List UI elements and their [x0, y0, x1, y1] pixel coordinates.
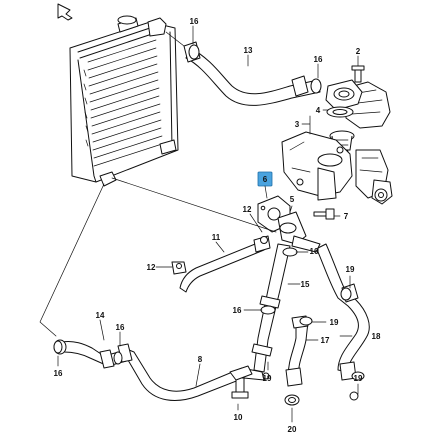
- bolt-10: [231, 377, 249, 399]
- hose-clamp-19-c: [351, 371, 365, 381]
- callout-15: 15: [301, 280, 310, 289]
- callout-11: 11: [212, 233, 221, 242]
- callout-16: 16: [310, 247, 319, 256]
- hose-clamp-16-14: [113, 351, 123, 365]
- corner-arrow-icon: [57, 3, 73, 21]
- clip-12: [171, 261, 187, 275]
- callout-13: 13: [244, 46, 253, 55]
- hose-clamp-19-d: [349, 391, 359, 401]
- leader-lines: [57, 25, 359, 423]
- callout-19: 19: [263, 374, 272, 383]
- bolt-7: [313, 208, 335, 220]
- bolt-12: [260, 236, 268, 244]
- hose-clamp-19-a: [340, 287, 352, 301]
- callout-14: 14: [96, 311, 105, 320]
- hose-18: [317, 243, 370, 381]
- callout-19: 19: [330, 318, 339, 327]
- bolt-lower-right: [262, 372, 270, 380]
- thermostat-cover: [325, 79, 363, 111]
- thermostat-housing: [281, 131, 353, 201]
- water-inlet-pipe: [277, 211, 321, 253]
- callout-6: 6: [263, 175, 268, 184]
- callout-7: 7: [344, 212, 349, 221]
- callout-labels: 16 13 16 2 4 3 6 5 12 7 11 16 12 19 15 1…: [54, 17, 381, 434]
- hose-clamp-16-right: [310, 78, 322, 94]
- callout-17: 17: [321, 336, 330, 345]
- clamp-20: [284, 394, 300, 406]
- callout-16: 16: [233, 306, 242, 315]
- hose-clamp-16-top: [188, 44, 200, 60]
- gasket-4: [326, 106, 354, 118]
- hose-8: [123, 347, 265, 401]
- callout-12: 12: [147, 263, 156, 272]
- callout-4: 4: [316, 106, 321, 115]
- callout-19: 19: [354, 374, 363, 383]
- callout-16: 16: [314, 55, 323, 64]
- hose-11: [179, 235, 271, 293]
- callout-20: 20: [288, 425, 297, 434]
- callout-18: 18: [372, 332, 381, 341]
- hose-17: [285, 315, 309, 387]
- hose-clamp-16-lower: [260, 305, 276, 315]
- callout-2: 2: [356, 47, 361, 56]
- callout-8: 8: [198, 355, 203, 364]
- radiator: [69, 15, 179, 187]
- callout-19: 19: [346, 265, 355, 274]
- callout-12: 12: [243, 205, 252, 214]
- hose-clamp-19-b: [299, 316, 313, 326]
- hose-clamp-16-mid: [282, 247, 298, 257]
- callout-16: 16: [190, 17, 199, 26]
- callout-16: 16: [54, 369, 63, 378]
- callout-16: 16: [116, 323, 125, 332]
- bolt-2: [351, 65, 365, 83]
- callout-3: 3: [295, 120, 300, 129]
- assembly-lines: [39, 31, 277, 337]
- callout-10: 10: [234, 413, 243, 422]
- callout-5: 5: [290, 195, 295, 204]
- pipe-bracket: [229, 365, 253, 381]
- hose-clamp-16-left: [53, 340, 63, 354]
